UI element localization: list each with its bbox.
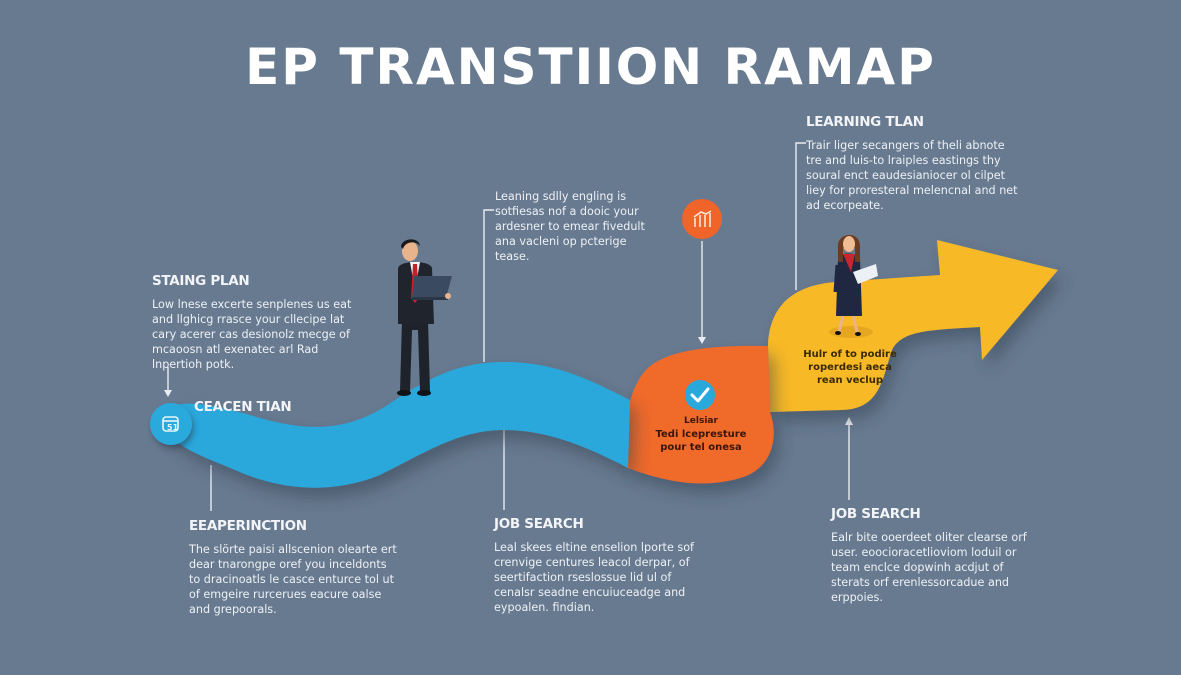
growth-node[interactable] xyxy=(682,199,722,239)
businessman-figure xyxy=(397,239,452,396)
callout-body: Trair liger secangers of theli abnote tr… xyxy=(806,139,1018,212)
stage-line: Lelsiar xyxy=(684,416,718,426)
callout-body: Leaning sdlly engling is sotfiesas nof a… xyxy=(495,190,645,263)
callout-learning-plan: LEARNING TLAN Trair liger secangers of t… xyxy=(806,114,1021,213)
stage-orange-segment xyxy=(626,345,774,484)
svg-text:51: 51 xyxy=(167,423,179,432)
callout-heading: JOB SEARCH xyxy=(831,506,921,522)
stage-blue-path xyxy=(160,362,630,488)
callout-staging-plan: STAING PLAN Low lnese excerte senplenes … xyxy=(152,273,352,372)
callout-body: Low lnese excerte senplenes us eat and l… xyxy=(152,298,352,371)
stage-line: roperdesi aeca xyxy=(808,362,892,373)
callout-body: Leal skees eltine enselion lporte sof cr… xyxy=(494,541,694,614)
callout-heading: LEARNING TLAN xyxy=(806,114,924,130)
stage-line: Hulr of to podire xyxy=(803,349,897,360)
stage-orange-text: Lelsiar Tedi lcepresture pour tel onesa xyxy=(636,415,766,454)
callout-body: The slörte paisi allscenion olearte ert … xyxy=(189,543,397,616)
stage-line: Tedi lcepresture xyxy=(655,429,747,440)
calendar-icon: 51 xyxy=(162,416,179,432)
stage-one-label: CEACEN TIAN xyxy=(194,399,292,423)
checkmark-icon xyxy=(690,387,710,403)
callout-job-search-center: JOB SEARCH Leal skees eltine enselion lp… xyxy=(494,516,709,615)
callout-heading: STAING PLAN xyxy=(152,273,250,289)
stage-line: pour tel onesa xyxy=(660,442,742,453)
checkmark-badge xyxy=(685,380,715,410)
callout-learning-skills: Leaning sdlly engling is sotfiesas nof a… xyxy=(495,189,655,264)
stage-yellow-text: Hulr of to podire roperdesi aeca rean ve… xyxy=(790,348,910,387)
stage-heading: CEACEN TIAN xyxy=(194,399,292,415)
businesswoman-figure xyxy=(829,234,878,338)
callout-job-search-right: JOB SEARCH Ealr bite ooerdeet oliter cle… xyxy=(831,506,1031,605)
callout-heading: JOB SEARCH xyxy=(494,516,584,532)
callout-body: Ealr bite ooerdeet oliter clearse orf us… xyxy=(831,531,1027,604)
callout-experience: EEAPERINCTION The slörte paisi allscenio… xyxy=(189,518,399,617)
connector-lines xyxy=(164,142,853,511)
page-title: EP TRANSTIION RAMAP xyxy=(245,38,936,96)
stage-line: rean veclup xyxy=(817,375,883,386)
chart-growth-icon xyxy=(693,210,712,227)
start-node[interactable]: 51 xyxy=(150,403,192,445)
callout-heading: EEAPERINCTION xyxy=(189,518,307,534)
